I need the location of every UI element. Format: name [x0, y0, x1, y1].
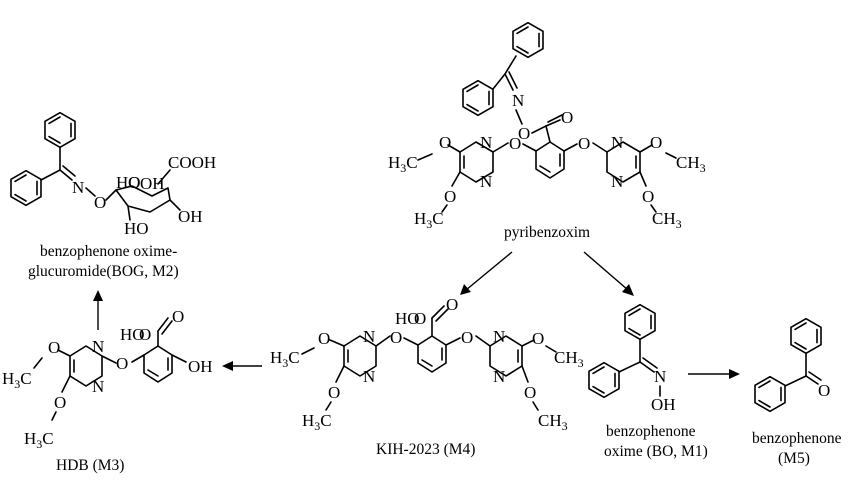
m5-label-line1: benzophenone [752, 430, 842, 447]
hdb-structure: HO O O OH O N N O H3C O H3C HDB (M3) [2, 307, 213, 474]
phenyl-ring [624, 303, 656, 341]
atom-oh: OH [178, 207, 203, 226]
atom-ho: HO [116, 173, 141, 192]
hdb-benzene [143, 345, 173, 383]
h3c-group: H3C [270, 348, 300, 370]
phenyl-ring-2 [462, 79, 494, 117]
atom-o-carbonyl: O [561, 108, 573, 127]
ch3-group: CH3 [538, 411, 568, 433]
atom-n: N [363, 367, 375, 386]
atom-o-left-ether: O [390, 328, 402, 347]
atom-o-right-ether: O [461, 328, 473, 347]
atom-o: O [414, 309, 426, 328]
bo-structure: N OH benzophenone oxime (BO, M1) [588, 303, 708, 460]
atom-o-carbonyl: O [172, 307, 184, 326]
atom-o-right-ether: O [578, 134, 590, 153]
atom-ho: HO [120, 325, 145, 344]
atom-o-carbonyl: O [446, 295, 458, 314]
atom-n: N [654, 367, 666, 386]
bog-label-line1: benzophenone oxime- [40, 243, 177, 260]
atom-ho: HO [395, 309, 420, 328]
h3c-group: H3C [24, 429, 54, 451]
atom-n: N [363, 327, 375, 346]
kih-central-benzene [417, 335, 447, 373]
arrowhead [460, 284, 471, 295]
phenyl-ring [44, 111, 76, 149]
atom-cooh: COOH [168, 153, 216, 172]
atom-n: N [611, 133, 623, 152]
atom-n: N [512, 91, 524, 110]
atom-o: O [139, 325, 151, 344]
atom-n: N [611, 172, 623, 191]
ch3-group: CH3 [554, 348, 584, 370]
h3c-group: H3C [2, 369, 32, 391]
phenyl-ring [754, 375, 786, 413]
atom-o-methoxy: O [328, 383, 340, 402]
atom-o-methoxy: O [524, 383, 536, 402]
atom-n: N [493, 327, 505, 346]
arrowhead [729, 369, 740, 379]
atom-o: O [128, 173, 140, 192]
atom-o-methoxy: O [642, 187, 654, 206]
atom-n: N [92, 337, 104, 356]
bo-label-line1: benzophenone [606, 423, 696, 440]
atom-o-methoxy: O [54, 393, 66, 412]
arrowhead [222, 361, 233, 371]
h3c-group: H3C [388, 153, 418, 175]
atom-o-methoxy: O [650, 133, 662, 152]
atom-n: N [480, 172, 492, 191]
phenyl-ring-1 [512, 21, 544, 59]
hdb-label: HDB (M3) [56, 457, 124, 474]
arrow-to-bo [583, 251, 629, 291]
ch3-group: CH3 [676, 153, 706, 175]
atom-o-ether: O [116, 354, 128, 373]
atom-o-left-ether: O [509, 134, 521, 153]
atom-o-methoxy: O [532, 329, 544, 348]
atom-n: N [493, 367, 505, 386]
sugar-ring [115, 185, 171, 213]
h3c-group: H3C [302, 411, 332, 433]
bog-structure: N O HO O OH COOH OH HO benzophenone oxim… [10, 111, 216, 280]
atom-oh-oxime: OH [651, 395, 676, 414]
atom-o-methoxy: O [48, 338, 60, 357]
phenyl-ring [10, 169, 42, 207]
h3c-group: H3C [414, 209, 444, 231]
m5-label-line2: (M5) [778, 450, 810, 467]
atom-o-methoxy: O [439, 133, 451, 152]
atom-oh: OH [188, 357, 213, 376]
arrowhead [622, 284, 634, 296]
central-benzene [535, 141, 565, 179]
atom-o-ketone: O [818, 381, 830, 400]
pyribenzoxim-structure: N O O O O N N O H3C O H3C N N [388, 21, 706, 241]
phenyl-ring [790, 317, 822, 355]
atom-n: N [72, 178, 84, 197]
phenyl-ring [588, 361, 620, 399]
atom-o-methoxy: O [318, 329, 330, 348]
arrowhead [93, 290, 103, 301]
ch3-group: CH3 [652, 209, 682, 231]
bog-label-line2: glucuromide(BOG, M2) [28, 263, 179, 280]
atom-ho: HO [124, 219, 149, 238]
arrow-to-kih2023 [465, 251, 513, 291]
atom-o-methoxy: O [444, 187, 456, 206]
atom-o: O [518, 124, 530, 143]
m5-structure: O benzophenone (M5) [752, 317, 842, 467]
reaction-arrows [93, 251, 740, 379]
atom-oh: OH [140, 174, 165, 193]
pyribenzoxim-label: pyribenzoxim [504, 224, 590, 241]
bo-label-line2: oxime (BO, M1) [604, 443, 708, 460]
kih2023-structure: HO O O O O N N O H3C O H3C N N O C [270, 295, 584, 458]
kih2023-label: KIH-2023 (M4) [376, 441, 475, 458]
atom-o: O [94, 193, 106, 212]
atom-n: N [480, 133, 492, 152]
atom-n: N [92, 377, 104, 396]
